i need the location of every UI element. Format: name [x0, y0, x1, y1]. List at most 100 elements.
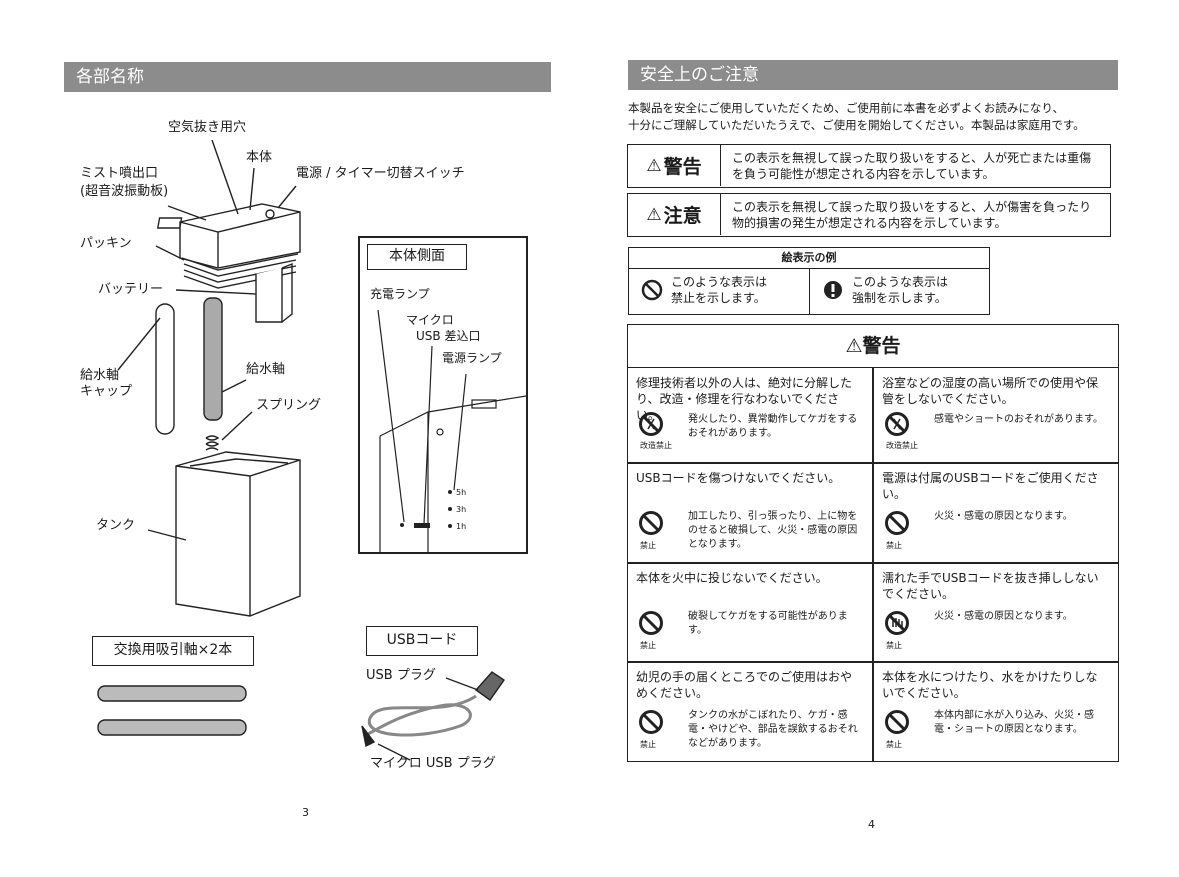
prohibit-line-2: 禁止を示します。 — [671, 291, 766, 305]
cell-icon-label: 禁止 — [886, 641, 902, 650]
label-wick-cap-1: 給水軸 — [80, 368, 120, 383]
timer-1h: 1h — [456, 522, 467, 531]
prohibit-icon — [885, 511, 909, 535]
cell-desc: 加工したり、引っ張ったり、上に物をのせると破損して、火災・感電の原因となります。 — [688, 511, 858, 550]
warning-badge: ⚠警告 — [628, 145, 721, 186]
cell-desc: 本体内部に水が入り込み、火災・感電・ショートの原因となります。 — [934, 710, 1094, 735]
prohibit-line-1: このような表示は — [671, 275, 768, 289]
mandatory-icon — [824, 281, 842, 299]
table-cell: 幼児の手の届くところでのご使用はおやめください。 禁止 タンクの水がこぼれたり、… — [628, 663, 872, 761]
timer-5h: 5h — [456, 488, 467, 497]
table-cell: 濡れた手でUSBコードを抜き挿ししないでください。 禁止 火災・感電の原因となり… — [874, 564, 1118, 661]
parts-header: 各部名称 — [64, 62, 551, 92]
side-view-panel — [358, 236, 528, 554]
cell-icon-label: 禁止 — [886, 740, 902, 749]
cell-title: 幼児の手の届くところでのご使用はおやめください。 — [636, 670, 853, 700]
no-disassembly-icon — [885, 412, 909, 436]
cell-icon-label: 禁止 — [640, 740, 656, 749]
cell-icon-label: 禁止 — [640, 641, 656, 650]
label-power-lamp: 電源ランプ — [442, 351, 502, 365]
cell-desc: 感電やショートのおそれがあります。 — [934, 414, 1103, 425]
intro-line-1: 本製品を安全にご使用していただくため、ご使用前に本書を必ずよくお読みになり、 — [628, 101, 1064, 115]
table-cell: 浴室などの湿度の高い場所での使用や保管をしないでください。 改造禁止 感電やショ… — [874, 369, 1118, 462]
table-cell: 本体を火中に投じないでください。 禁止 破裂してケガをする可能性があります。 — [628, 564, 872, 661]
force-line-1: このような表示は — [852, 275, 949, 289]
label-wick: 給水軸 — [246, 362, 286, 377]
example-prohibit-text: このような表示は禁止を示します。 — [671, 274, 767, 306]
label-battery: バッテリー — [98, 282, 164, 297]
warning-badge-text: 警告 — [663, 156, 702, 178]
table-cell: 修理技術者以外の人は、絶対に分解したり、改造・修理を行なわないでください。 改造… — [628, 369, 872, 462]
cell-title: 修理技術者以外の人は、絶対に分解したり、改造・修理を行なわないでください。 — [636, 376, 853, 422]
prohibit-icon — [639, 511, 663, 535]
prohibit-icon — [639, 710, 663, 734]
label-packing: パッキン — [80, 236, 132, 251]
label-mist-outlet: ミスト噴出口 — [80, 166, 159, 181]
cell-desc: 破裂してケガをする可能性があります。 — [688, 611, 848, 636]
label-micro-usb-1: マイクロ — [406, 313, 454, 327]
label-micro-usb-plug: マイクロ USB プラグ — [370, 756, 496, 771]
pictogram-examples: 絵表示の例 このような表示は禁止を示します。 このような表示は強制を示します。 — [628, 247, 990, 315]
cell-title: 濡れた手でUSBコードを抜き挿ししないでください。 — [882, 571, 1099, 601]
table-hline-1 — [628, 462, 1118, 464]
label-micro-usb-2: USB 差込口 — [416, 329, 481, 343]
label-power-switch: 電源 / タイマー切替スイッチ — [296, 166, 465, 181]
cell-icon-label: 禁止 — [886, 541, 902, 550]
cell-desc: 火災・感電の原因となります。 — [934, 611, 1073, 622]
prohibit-icon — [885, 710, 909, 734]
table-vline — [872, 367, 874, 761]
table-hline-2 — [628, 562, 1118, 564]
side-view-title-text: 本体側面 — [389, 248, 445, 264]
caution-desc: この表示を無視して誤った取り扱いをすると、人が傷害を負ったり物的損害の発生が想定… — [732, 200, 1092, 230]
cell-icon-label: 改造禁止 — [886, 441, 918, 450]
caution-badge-text: 注意 — [663, 205, 702, 227]
prohibit-icon — [639, 611, 663, 635]
prohibit-icon — [641, 279, 663, 301]
page-number-right: 4 — [868, 818, 875, 831]
example-force-text: このような表示は強制を示します。 — [852, 274, 948, 306]
label-spring: スプリング — [256, 398, 322, 413]
cell-icon-label: 禁止 — [640, 541, 656, 550]
no-wet-hands-icon — [885, 611, 909, 635]
usb-cord-text: USBコード — [386, 632, 458, 648]
label-mist-sub: (超音波振動板) — [80, 184, 169, 199]
warning-table-header-text: 警告 — [862, 335, 901, 357]
safety-header: 安全上のご注意 — [628, 60, 1118, 90]
label-usb-plug: USB プラグ — [366, 668, 436, 683]
table-warning-icon: ⚠ — [845, 335, 863, 357]
intro-text: 本製品を安全にご使用していただくため、ご使用前に本書を必ずよくお読みになり、 十… — [628, 100, 1128, 134]
side-view-drawing — [377, 309, 527, 554]
cell-icon-label: 改造禁止 — [640, 441, 672, 450]
label-body: 本体 — [246, 150, 273, 165]
no-disassembly-icon — [639, 412, 663, 436]
label-wick-cap-2: キャップ — [80, 384, 133, 399]
example-prohibit: このような表示は禁止を示します。 — [629, 269, 810, 314]
cell-title: 本体を火中に投じないでください。 — [636, 571, 828, 585]
table-cell: USBコードを傷つけないでください。 禁止 加工したり、引っ張ったり、上に物をの… — [628, 464, 872, 562]
timer-3h: 3h — [456, 505, 467, 514]
intro-line-2: 十分にご理解していただいたうえで、ご使用を開始してください。本製品は家庭用です。 — [628, 118, 1085, 132]
page-number-left: 3 — [302, 806, 309, 819]
side-view-title: 本体側面 — [367, 244, 467, 270]
label-vent: 空気抜き用穴 — [168, 120, 247, 135]
cell-desc: タンクの水がこぼれたり、ケガ・感電・やけどや、部品を誤飲するおそれなどがあります… — [688, 710, 858, 749]
cell-title: 電源は付属のUSBコードをご使用ください。 — [882, 471, 1099, 501]
caution-badge: ⚠注意 — [628, 194, 721, 235]
table-cell: 本体を水につけたり、水をかけたりしないでください。 禁止 本体内部に水が入り込み… — [874, 663, 1118, 761]
spare-wicks-text: 交換用吸引軸×2本 — [113, 642, 233, 658]
warning-table-header: ⚠警告 — [628, 325, 1118, 368]
usb-cord-label: USBコード — [366, 626, 478, 656]
parts-illustration — [97, 139, 505, 761]
examples-title: 絵表示の例 — [629, 248, 989, 269]
spare-wicks-label: 交換用吸引軸×2本 — [92, 636, 254, 666]
cell-desc: 火災・感電の原因となります。 — [934, 511, 1073, 522]
warning-triangle-icon: ⚠ — [646, 155, 662, 176]
caution-legend: ⚠注意 この表示を無視して誤った取り扱いをすると、人が傷害を負ったり物的損害の発… — [627, 193, 1111, 237]
cell-desc: 発火したり、異常動作してケガをするおそれがあります。 — [688, 414, 858, 439]
warning-table: ⚠警告 修理技術者以外の人は、絶対に分解したり、改造・修理を行なわないでください… — [627, 324, 1119, 762]
label-tank: タンク — [96, 518, 136, 533]
label-charge-lamp: 充電ランプ — [370, 287, 430, 301]
table-hline-3 — [628, 661, 1118, 663]
cell-title: USBコードを傷つけないでください。 — [636, 471, 841, 485]
caution-triangle-icon: ⚠ — [646, 204, 662, 225]
